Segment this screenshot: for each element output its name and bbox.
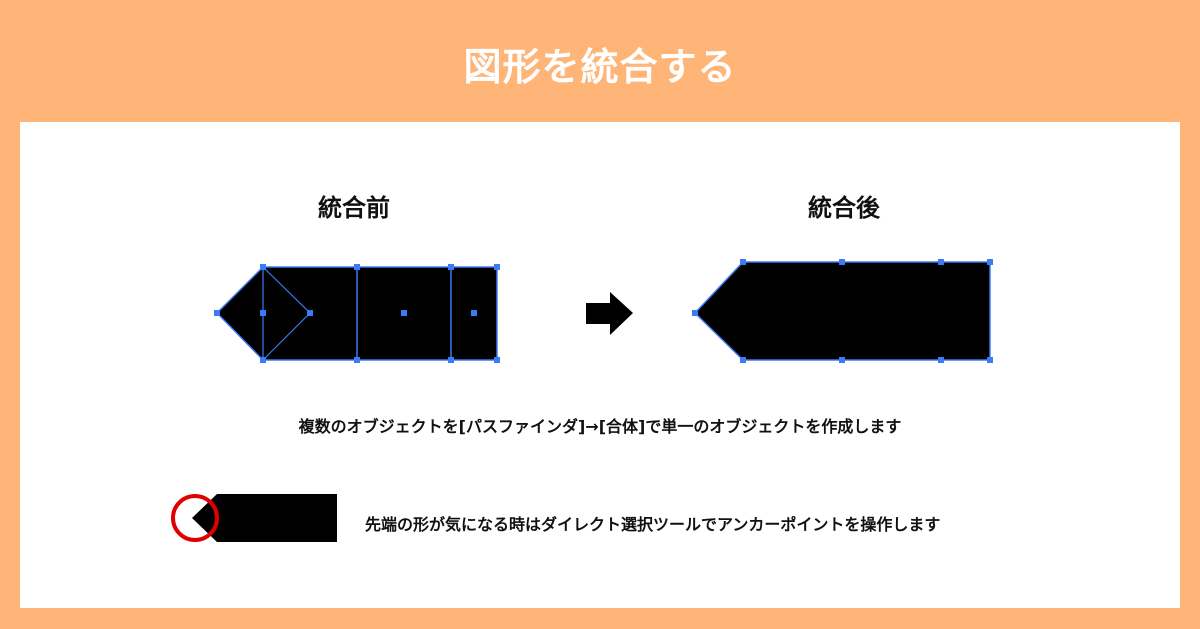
- arrow-right-icon: [586, 292, 633, 335]
- page-title: 図形を統合する: [463, 45, 737, 89]
- tip-illustration: [171, 494, 337, 542]
- tip-text: 先端の形が気になる時はダイレクト選択ツールでアンカーポイントを操作します: [365, 515, 941, 534]
- highlight-circle: [171, 494, 219, 542]
- description-text: 複数のオブジェクトを[パスファインダ]→[合体]で単一のオブジェクトを作成します: [298, 417, 902, 436]
- after-shape: [692, 259, 993, 363]
- anchor-points: [692, 259, 993, 363]
- before-shapes: [214, 264, 500, 363]
- anchor-points: [214, 264, 500, 363]
- after-label: 統合後: [808, 194, 880, 222]
- before-label: 統合前: [318, 194, 390, 222]
